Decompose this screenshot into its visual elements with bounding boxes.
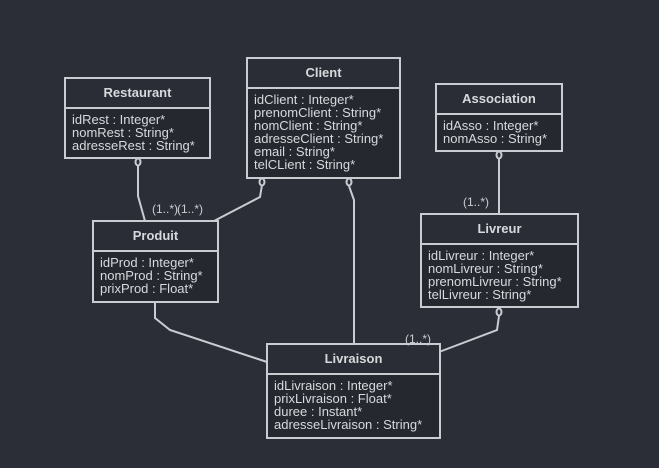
- attribute: nomLivreur : String*: [428, 261, 543, 276]
- class-client-attributes: idClient : Integer* prenomClient : Strin…: [248, 89, 399, 171]
- edge-client-produit: [213, 184, 263, 222]
- attribute: idClient : Integer*: [254, 92, 354, 107]
- attribute: idAsso : Integer*: [443, 118, 539, 133]
- attribute: idLivreur : Integer*: [428, 248, 535, 263]
- class-association-name: Association: [437, 85, 561, 115]
- class-produit-name: Produit: [94, 222, 217, 252]
- class-livreur-attributes: idLivreur : Integer* nomLivreur : String…: [422, 245, 577, 301]
- diamond-livreur: [495, 307, 503, 317]
- attribute: telCLient : String*: [254, 157, 356, 172]
- edge-client-livraison: [348, 185, 355, 344]
- diamond-client-left: [258, 177, 266, 187]
- edge-produit-livraison: [154, 302, 268, 363]
- class-produit: Produit idProd : Integer* nomProd : Stri…: [92, 220, 219, 303]
- attribute: adresseLivraison : String*: [274, 417, 423, 432]
- class-association: Association idAsso : Integer* nomAsso : …: [435, 83, 563, 152]
- attribute: prenomClient : String*: [254, 105, 382, 120]
- attribute: telLivreur : String*: [428, 287, 532, 302]
- class-association-attributes: idAsso : Integer* nomAsso : String*: [437, 115, 561, 145]
- multiplicity-association-livreur: (1..*): [463, 195, 490, 209]
- multiplicity-client-produit: (1..*): [177, 202, 204, 216]
- diamond-restaurant: [134, 157, 142, 167]
- attribute: idRest : Integer*: [72, 112, 166, 127]
- attribute: nomProd : String*: [100, 268, 203, 283]
- class-restaurant: Restaurant idRest : Integer* nomRest : S…: [64, 77, 211, 159]
- diamond-client-right: [345, 177, 353, 187]
- class-restaurant-name: Restaurant: [66, 79, 209, 109]
- class-client: Client idClient : Integer* prenomClient …: [246, 57, 401, 179]
- edge-restaurant-produit: [137, 166, 146, 222]
- attribute: nomRest : String*: [72, 125, 174, 140]
- multiplicity-livreur-livraison: (1..*): [405, 332, 432, 346]
- attribute: idLivraison : Integer*: [274, 378, 393, 393]
- class-livraison: Livraison idLivraison : Integer* prixLiv…: [266, 343, 441, 439]
- class-livraison-attributes: idLivraison : Integer* prixLivraison : F…: [268, 375, 439, 431]
- attribute: adresseClient : String*: [254, 131, 384, 146]
- class-livraison-name: Livraison: [268, 345, 439, 375]
- edge-livreur-livraison: [438, 315, 500, 353]
- class-livreur: Livreur idLivreur : Integer* nomLivreur …: [420, 213, 579, 308]
- attribute: prixProd : Float*: [100, 281, 194, 296]
- diamond-association: [495, 150, 503, 160]
- attribute: adresseRest : String*: [72, 138, 195, 153]
- attribute: idProd : Integer*: [100, 255, 194, 270]
- attribute: prixLivraison : Float*: [274, 391, 392, 406]
- multiplicity-restaurant-produit: (1..*): [152, 202, 179, 216]
- attribute: nomAsso : String*: [443, 131, 548, 146]
- class-client-name: Client: [248, 59, 399, 89]
- attribute: prenomLivreur : String*: [428, 274, 562, 289]
- attribute: nomClient : String*: [254, 118, 363, 133]
- attribute: duree : Instant*: [274, 404, 363, 419]
- attribute: email : String*: [254, 144, 335, 159]
- class-livreur-name: Livreur: [422, 215, 577, 245]
- class-restaurant-attributes: idRest : Integer* nomRest : String* adre…: [66, 109, 209, 152]
- class-produit-attributes: idProd : Integer* nomProd : String* prix…: [94, 252, 217, 295]
